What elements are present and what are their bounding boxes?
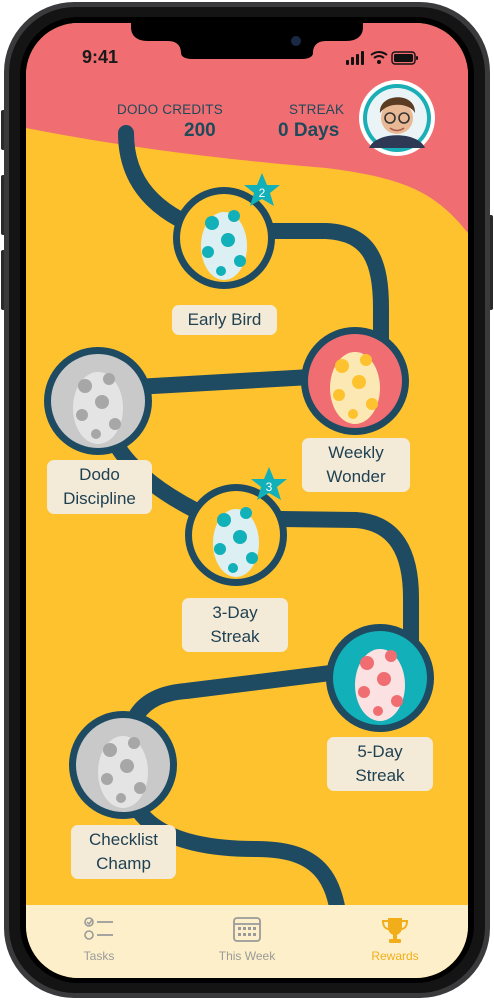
header-background xyxy=(26,23,468,233)
avatar[interactable] xyxy=(359,80,435,156)
3-day-streak-count: 3 xyxy=(265,480,273,494)
calendar-icon xyxy=(233,917,261,942)
3-day-streak-star-icon xyxy=(251,467,287,500)
tab-tasks[interactable]: Tasks xyxy=(29,905,169,978)
reward-path xyxy=(93,125,419,966)
app-screen: 9:41 DODO CREDITS 200 STREAK 0 Days xyxy=(26,23,468,978)
tab-this-week[interactable]: This Week xyxy=(177,905,317,978)
reward-weekly-wonder-medallion[interactable] xyxy=(301,327,409,435)
reward-label-dodo-discipline[interactable]: Dodo Discipline xyxy=(47,460,152,514)
signal-icon xyxy=(346,51,364,65)
reward-label-checklist-champ[interactable]: Checklist Champ xyxy=(71,825,176,879)
front-camera xyxy=(291,36,301,46)
streak-value: 0 Days xyxy=(278,120,340,141)
streak-label: STREAK xyxy=(289,102,345,117)
tab-label-rewards: Rewards xyxy=(371,949,419,963)
credits-value: 200 xyxy=(184,120,216,141)
status-icons xyxy=(346,51,418,65)
tab-label-tasks: Tasks xyxy=(83,949,115,963)
battery-icon xyxy=(391,51,418,65)
status-time: 9:41 xyxy=(82,47,119,67)
tab-label-this-week: This Week xyxy=(218,949,276,963)
early-bird-count: 2 xyxy=(258,186,266,200)
reward-early-bird-medallion[interactable] xyxy=(173,187,275,289)
tab-rewards[interactable]: Rewards xyxy=(325,905,465,978)
checklist-icon xyxy=(84,917,113,940)
reward-checklist-champ-medallion[interactable] xyxy=(69,711,177,819)
wifi-icon xyxy=(370,51,388,64)
reward-dodo-discipline-medallion[interactable] xyxy=(44,347,152,455)
trophy-icon xyxy=(381,918,409,943)
reward-5-day-streak-medallion[interactable] xyxy=(326,624,434,732)
reward-3-day-streak-medallion[interactable] xyxy=(185,484,287,586)
reward-label-5-day-streak[interactable]: 5-Day Streak xyxy=(327,737,433,791)
reward-label-3-day-streak[interactable]: 3-Day Streak xyxy=(182,598,288,652)
tab-bar: Tasks This Week xyxy=(26,905,468,978)
reward-label-weekly-wonder[interactable]: Weekly Wonder xyxy=(302,438,410,492)
rewards-map xyxy=(26,23,468,966)
reward-label-early-bird[interactable]: Early Bird xyxy=(172,305,277,335)
early-bird-star-icon xyxy=(244,173,280,206)
camera-notch xyxy=(131,23,363,59)
credits-label: DODO CREDITS xyxy=(117,102,223,117)
